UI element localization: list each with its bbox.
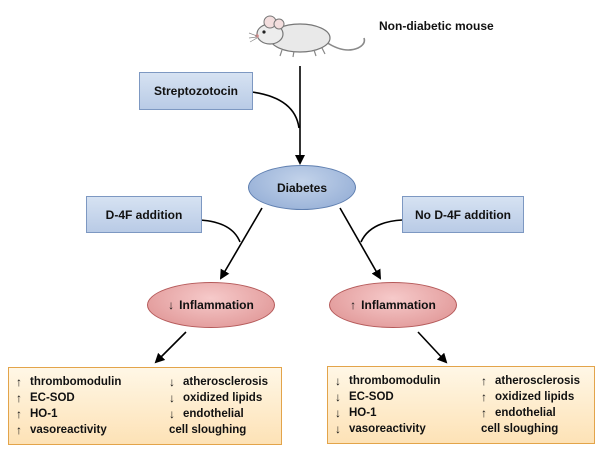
list-item: ↓EC-SOD (335, 390, 394, 404)
right-inflammation-ellipse: ↑ Inflammation (329, 282, 457, 328)
down-arrow-icon: ↓ (168, 298, 175, 312)
diabetes-ellipse: Diabetes (248, 165, 356, 210)
up-arrow-icon: ↑ (16, 391, 22, 405)
list-item: cell sloughing (481, 423, 559, 435)
d4f-addition-box: D-4F addition (86, 196, 202, 233)
down-arrow-icon: ↓ (335, 406, 341, 420)
list-item: ↑atherosclerosis (481, 374, 581, 388)
non-diabetic-mouse-title: Non-diabetic mouse (379, 19, 494, 33)
list-item: ↑vasoreactivity (16, 423, 107, 437)
diabetes-to-right-inflammation-arrow (339, 207, 381, 280)
down-arrow-icon: ↓ (169, 407, 175, 421)
down-arrow-icon: ↓ (169, 375, 175, 389)
no-d4f-curve (360, 219, 403, 243)
list-item: ↑oxidized lipids (481, 390, 575, 404)
up-arrow-icon: ↑ (481, 406, 487, 420)
up-arrow-icon: ↑ (16, 407, 22, 421)
down-arrow-icon: ↓ (335, 374, 341, 388)
up-arrow-icon: ↑ (481, 374, 487, 388)
list-item: ↓HO-1 (335, 406, 377, 420)
list-item: ↑EC-SOD (16, 391, 75, 405)
d4f-curve (199, 219, 241, 243)
no-d4f-addition-box: No D-4F addition (402, 196, 524, 233)
list-item: ↓endothelial (169, 407, 244, 421)
right-inflammation-to-outcomes-arrow (417, 331, 448, 364)
left-outcomes-box: ↑thrombomodulin ↑EC-SOD ↑HO-1 ↑vasoreact… (8, 367, 282, 445)
left-inflammation-label: Inflammation (179, 298, 254, 312)
up-arrow-icon: ↑ (350, 298, 357, 312)
list-item: cell sloughing (169, 424, 247, 436)
down-arrow-icon: ↓ (335, 390, 341, 404)
list-item: ↓vasoreactivity (335, 422, 426, 436)
list-item: ↑HO-1 (16, 407, 58, 421)
up-arrow-icon: ↑ (16, 375, 22, 389)
down-arrow-icon: ↓ (335, 422, 341, 436)
diabetes-to-left-inflammation-arrow (219, 207, 263, 280)
right-outcomes-box: ↓thrombomodulin ↓EC-SOD ↓HO-1 ↓vasoreact… (327, 366, 595, 444)
streptozotocin-box: Streptozotocin (139, 72, 253, 110)
list-item: ↑thrombomodulin (16, 375, 122, 389)
list-item: ↓atherosclerosis (169, 375, 269, 389)
right-inflammation-label: Inflammation (361, 298, 436, 312)
up-arrow-icon: ↑ (16, 423, 22, 437)
left-inflammation-to-outcomes-arrow (154, 331, 187, 364)
up-arrow-icon: ↑ (481, 390, 487, 404)
down-arrow-icon: ↓ (169, 391, 175, 405)
list-item: ↑endothelial (481, 406, 556, 420)
left-inflammation-ellipse: ↓ Inflammation (147, 282, 275, 328)
list-item: ↓oxidized lipids (169, 391, 263, 405)
list-item: ↓thrombomodulin (335, 374, 441, 388)
streptozotocin-curve (251, 91, 300, 129)
mouse-icon (248, 15, 366, 58)
